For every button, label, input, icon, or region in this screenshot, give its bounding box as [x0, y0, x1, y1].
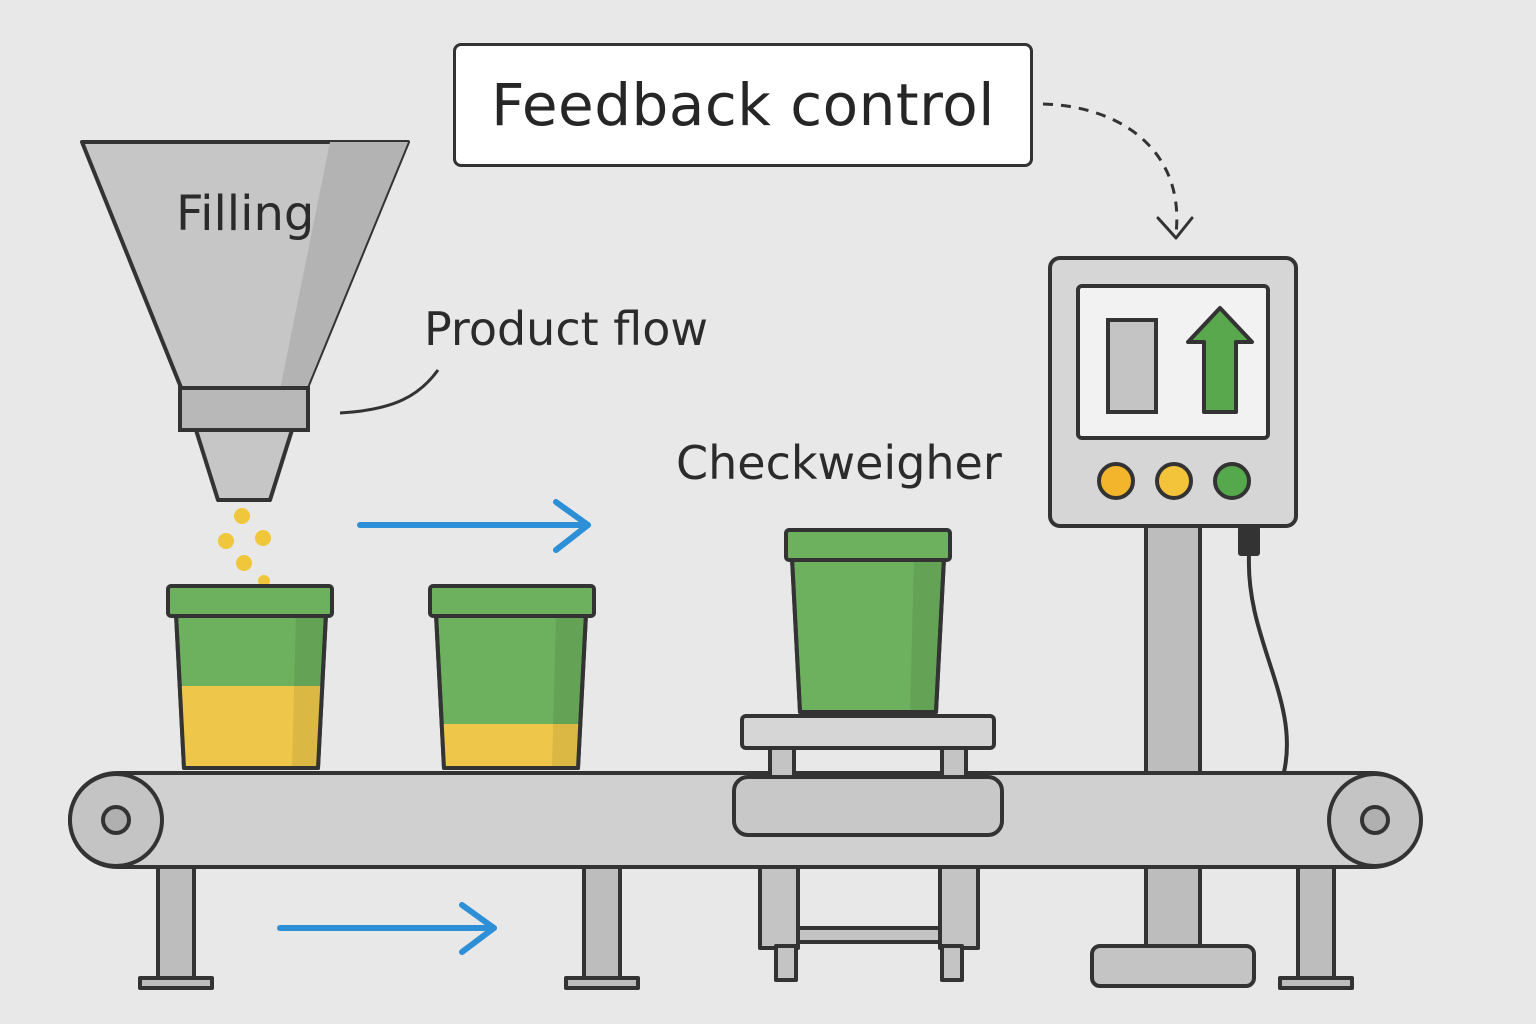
- filling-hopper: [80, 140, 410, 502]
- filling-container: [166, 584, 334, 770]
- feedback-control-box: Feedback control: [453, 43, 1033, 167]
- control-button-yellow[interactable]: [1097, 462, 1135, 500]
- product-flow-leader-line: [339, 369, 440, 415]
- weighed-container: [784, 528, 952, 714]
- product-particles: [218, 508, 271, 587]
- control-button-yellow[interactable]: [1155, 462, 1193, 500]
- arrow-up-icon: [1186, 306, 1254, 414]
- checkweigher-label: Checkweigher: [676, 436, 1002, 490]
- transit-container: [428, 584, 596, 770]
- controller-stand: [1090, 522, 1256, 988]
- control-button-green[interactable]: [1213, 462, 1251, 500]
- product-flow-label: Product flow: [424, 302, 709, 356]
- checkweigher-scale: [732, 714, 1004, 837]
- feedback-connector: [1042, 102, 1194, 240]
- arrow-right-icon: [357, 499, 591, 553]
- filling-label: Filling: [176, 186, 315, 242]
- arrow-right-icon: [277, 902, 497, 955]
- feedback-control-label: Feedback control: [491, 71, 995, 139]
- controller-cable: [1238, 526, 1289, 773]
